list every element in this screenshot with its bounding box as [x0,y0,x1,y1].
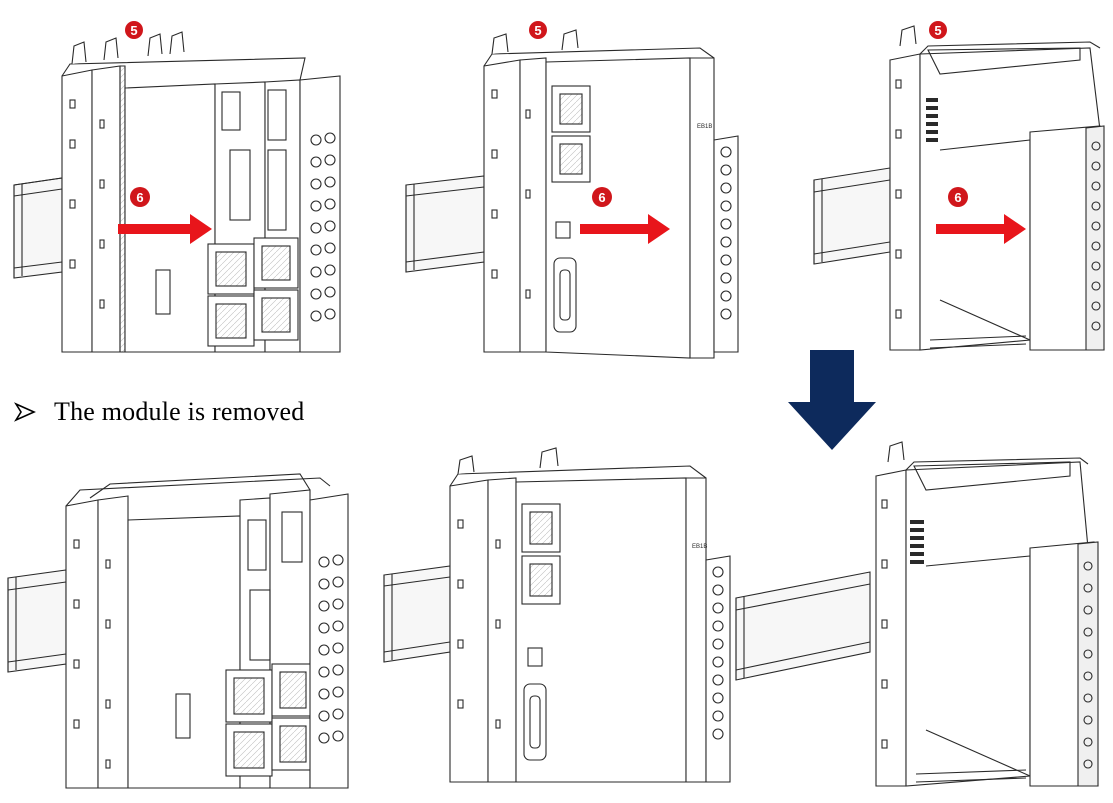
panel-bottom-io [735,441,1099,787]
step-6-label: 6 [598,190,605,205]
step-5-label: 5 [130,23,137,38]
terminal-block [713,135,739,353]
panel-top-cpu: 5 6 [13,21,341,353]
terminal-block [299,75,341,353]
caption: The module is removed [14,392,304,432]
din-rail [405,175,485,273]
step-6-label: 6 [136,190,143,205]
din-rail [813,167,891,265]
panel-bottom-comm: EB1B [383,447,731,783]
down-arrow-icon [788,350,876,450]
terminal-block [1029,125,1105,351]
din-rail [13,177,63,279]
din-rail [735,571,871,681]
panel-top-io: 5 6 [813,21,1105,351]
pull-arrow-icon [936,214,1026,244]
step-6-label: 6 [954,190,961,205]
terminal-block [1029,541,1099,787]
step-5-label: 5 [934,23,941,38]
din-rail [7,569,67,673]
pull-arrow-icon [118,214,212,244]
arrowhead-bullet-icon [14,402,36,422]
terminal-block [705,555,731,783]
pull-arrow-icon [580,214,670,244]
din-rail [383,565,451,663]
step-5-label: 5 [534,23,541,38]
terminal-block [309,493,349,789]
caption-text: The module is removed [54,397,305,426]
panel-bottom-cpu [7,473,349,789]
device-label: EB1B [692,544,707,550]
panel-top-comm: EB1B 5 6 [405,21,739,359]
device-label: EB1B [697,124,712,130]
